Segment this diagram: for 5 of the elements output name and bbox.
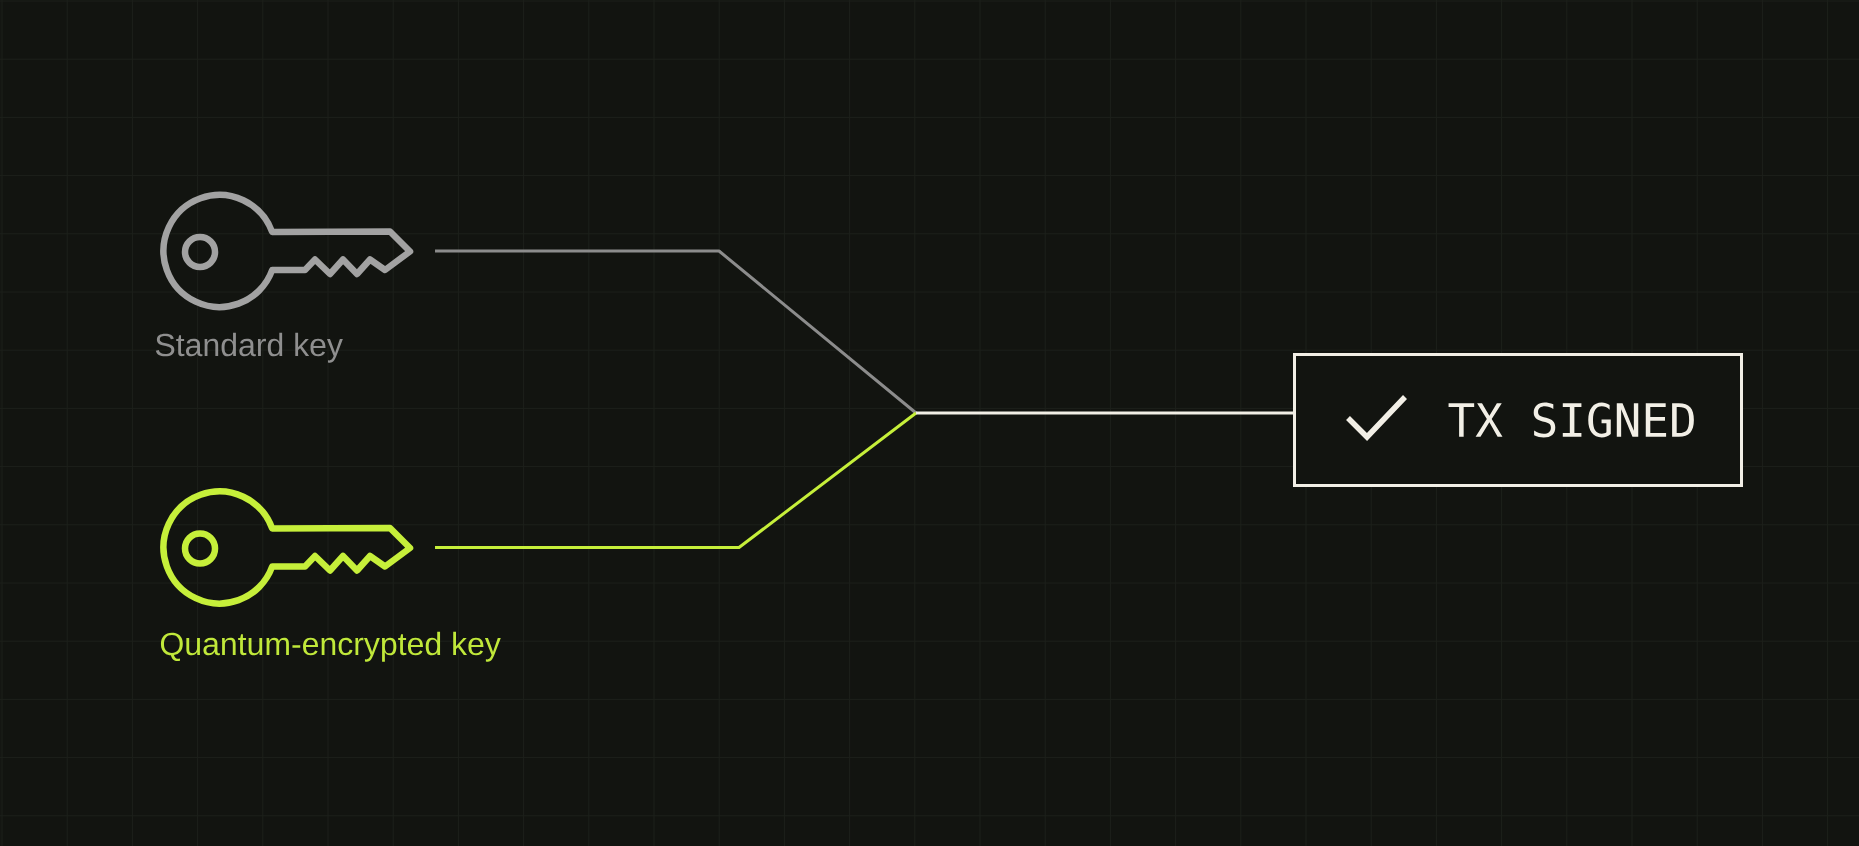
key-caption: Quantum-encrypted key <box>160 631 501 662</box>
status-box: TX SIGNED <box>1293 353 1743 487</box>
key-icon <box>160 488 414 607</box>
key-caption: Standard key <box>155 332 343 363</box>
key-icon <box>160 191 414 311</box>
